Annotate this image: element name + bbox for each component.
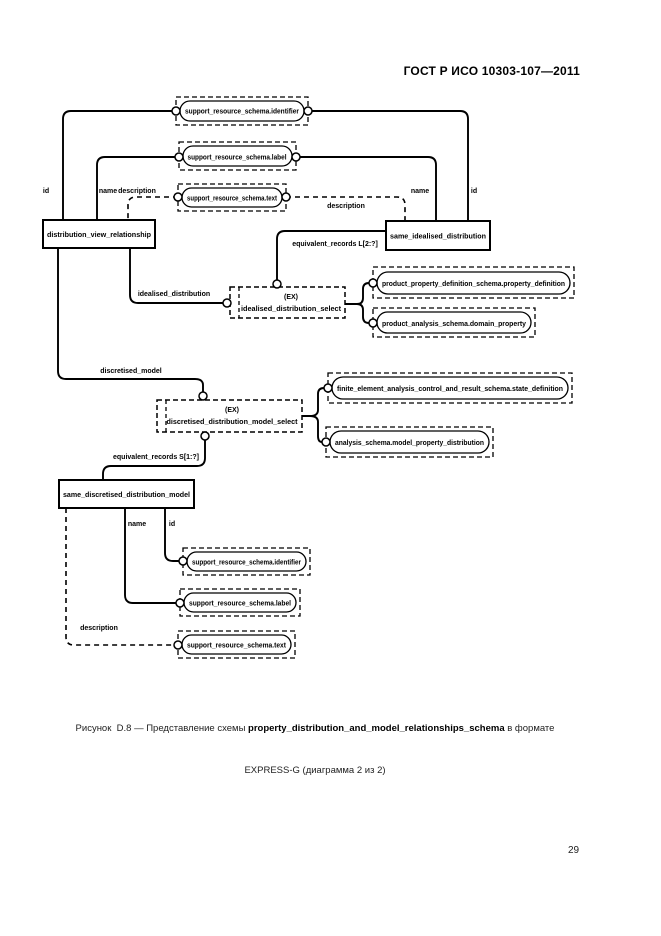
typeref-finite-element-analysis-control-and-result-schema-state-definition: finite_element_analysis_control_and_resu… <box>327 372 573 404</box>
circle-joint <box>173 192 183 202</box>
figure-caption: Рисунок D.8 — Представление схемы proper… <box>30 694 600 806</box>
typeref-support-resource-schema-label-bottom: support_resource_schema.label <box>179 588 301 617</box>
circle-joint <box>303 106 313 116</box>
line-id-left <box>62 110 176 220</box>
line-description-bottom <box>65 508 178 646</box>
select-idealised-distribution-select: (EX) idealised_distribution_select <box>229 286 346 319</box>
attr-label-id-left: id <box>43 188 49 195</box>
circle-joint <box>175 598 185 608</box>
circle-joint <box>178 556 188 566</box>
typeref-label: product_analysis_schema.domain_property <box>382 321 526 328</box>
select-discretised-distribution-model-select: (EX) discretised_distribution_model_sele… <box>156 399 303 433</box>
circle-joint <box>281 192 291 202</box>
circle-joint <box>222 298 232 308</box>
figure-caption-line1: Рисунок D.8 — Представление схемы proper… <box>30 722 600 736</box>
typeref-label: product_property_definition_schema.prope… <box>382 281 565 288</box>
attr-label-description-bottom: description <box>80 625 118 632</box>
typeref-label: support_resource_schema.text <box>187 196 278 203</box>
typeref-label: support_resource_schema.label <box>189 601 291 608</box>
entity-label: same_discretised_distribution_model <box>63 492 190 499</box>
entity-box <box>385 220 491 251</box>
typeref-product-property-definition-schema-property-definition: product_property_definition_schema.prope… <box>372 266 575 299</box>
attr-label-description-right: description <box>327 203 365 210</box>
typeref-label: support_resource_schema.identifier <box>185 109 299 116</box>
typeref-product-analysis-schema-domain-property: product_analysis_schema.domain_property <box>372 307 536 338</box>
attr-label-name-bottom: name <box>128 521 146 528</box>
attribute-labels: id name description name id description … <box>43 188 477 632</box>
line-id-bottom <box>164 508 183 562</box>
attr-label-name-left: name <box>99 188 117 195</box>
entity-same-discretised-distribution-model: same_discretised_distribution_model <box>58 479 195 509</box>
figure-caption-line2: EXPRESS-G (диаграмма 2 из 2) <box>244 765 386 776</box>
line-name-left <box>96 156 179 220</box>
select-box <box>229 286 346 319</box>
typeref-label: support_resource_schema.identifier <box>192 560 301 567</box>
line-discretised-model <box>57 248 204 396</box>
typeref-label: support_resource_schema.text <box>187 643 287 650</box>
page-header-standard-number: ГОСТ Р ИСО 10303-107—2011 <box>403 64 580 78</box>
select-label: idealised_distribution_select <box>241 306 342 313</box>
line-select2-branch-up <box>302 387 328 417</box>
caption-prefix: Рисунок D.8 — Представление схемы <box>75 723 249 734</box>
page-number: 29 <box>568 845 580 856</box>
line-description-right <box>286 196 406 221</box>
select-label: discretised_distribution_model_select <box>167 419 299 426</box>
typeref-support-resource-schema-text-top: support_resource_schema.text <box>177 183 287 212</box>
connector-lines <box>57 110 469 646</box>
attr-label-name-right: name <box>411 188 429 195</box>
line-name-bottom <box>124 508 180 604</box>
line-description-left <box>127 196 178 220</box>
line-select1-branch-up <box>345 282 373 305</box>
select-tag: (EX) <box>284 294 298 301</box>
caption-schema-name: property_distribution_and_model_relation… <box>248 723 505 734</box>
attr-label-id-right: id <box>471 188 477 195</box>
typeref-label: finite_element_analysis_control_and_resu… <box>337 386 563 393</box>
line-select2-branch-down <box>302 415 326 443</box>
typeref-support-resource-schema-identifier-top: support_resource_schema.identifier <box>175 96 309 126</box>
circle-joint <box>323 383 333 393</box>
entity-label: distribution_view_relationship <box>47 232 151 239</box>
circle-joint <box>321 437 331 447</box>
line-idealised-distribution <box>129 248 227 304</box>
select-tag: (EX) <box>225 407 239 414</box>
typeref-support-resource-schema-label-top: support_resource_schema.label <box>178 141 297 171</box>
entity-same-idealised-distribution: same_idealised_distribution <box>385 220 491 251</box>
line-id-right <box>308 110 469 221</box>
typeref-label: support_resource_schema.label <box>188 155 287 162</box>
circle-joint <box>174 152 184 162</box>
express-g-diagram: support_resource_schema.identifier suppo… <box>42 96 575 659</box>
circle-joint <box>291 152 301 162</box>
circle-joint <box>368 278 378 288</box>
attr-label-id-bottom: id <box>169 521 175 528</box>
typeref-support-resource-schema-text-bottom: support_resource_schema.text <box>177 630 296 659</box>
entity-label: same_idealised_distribution <box>390 234 486 241</box>
line-name-right <box>296 156 437 221</box>
select-box <box>156 399 303 433</box>
attr-label-idealised-distribution: idealised_distribution <box>138 291 210 298</box>
attr-label-equivalent-records-s: equivalent_records S[1:?] <box>113 454 199 461</box>
entity-box <box>58 479 195 509</box>
attachment-circles <box>171 106 378 650</box>
line-equivalent-records-l <box>276 230 386 284</box>
attr-label-discretised-model: discretised_model <box>100 368 162 375</box>
typeref-support-resource-schema-identifier-bottom: support_resource_schema.identifier <box>182 547 311 576</box>
circle-joint <box>368 318 378 328</box>
typeref-analysis-schema-model-property-distribution: analysis_schema.model_property_distribut… <box>325 426 494 458</box>
entity-box <box>42 219 156 249</box>
typeref-label: analysis_schema.model_property_distribut… <box>335 440 484 447</box>
circle-joint <box>272 279 282 289</box>
attr-label-description-left: description <box>118 188 156 195</box>
circle-joint <box>173 640 183 650</box>
circle-joint <box>200 431 210 441</box>
attr-label-equivalent-records-l: equivalent_records L[2:?] <box>292 241 378 248</box>
typeref-frame <box>182 547 311 576</box>
line-equivalent-records-s <box>102 436 206 480</box>
caption-suffix: в формате <box>504 723 555 734</box>
entity-distribution-view-relationship: distribution_view_relationship <box>42 219 156 249</box>
circle-joint <box>198 391 208 401</box>
circle-joint <box>171 106 181 116</box>
line-select1-branch-down <box>345 303 373 324</box>
typeref-frame <box>372 307 536 338</box>
